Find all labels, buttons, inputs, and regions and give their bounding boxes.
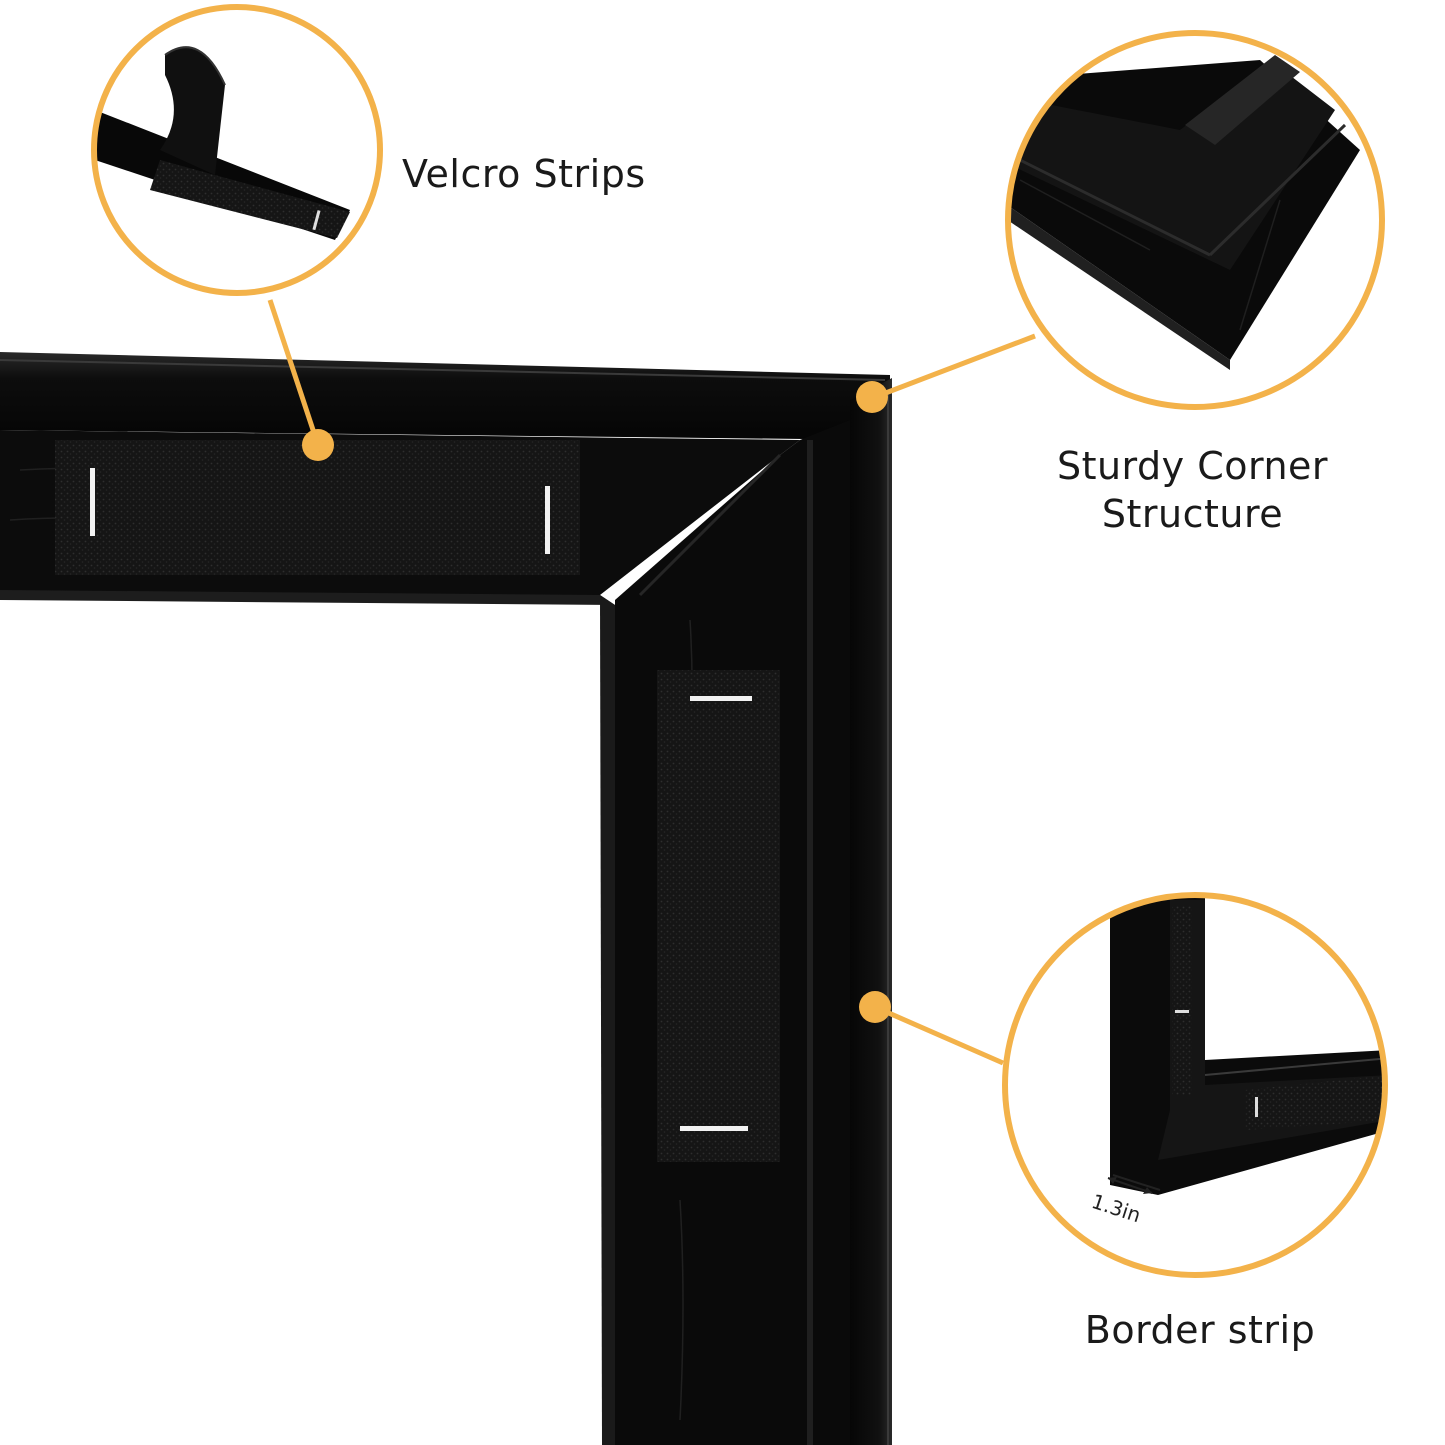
sturdy-corner-label-line1: Sturdy Corner bbox=[1056, 444, 1329, 488]
border-strip-closeup-icon: 1.3in bbox=[1002, 892, 1388, 1278]
sturdy-corner-label-line2: Structure bbox=[1101, 492, 1284, 536]
velcro-strip-closeup-icon bbox=[91, 4, 383, 296]
sturdy-corner-label: Sturdy Corner Structure bbox=[1040, 442, 1345, 538]
frame-corner bbox=[0, 352, 892, 1445]
border-strip-label: Border strip bbox=[1084, 1308, 1316, 1352]
velcro-strip-side bbox=[657, 670, 780, 1162]
velcro-strips-label: Velcro Strips bbox=[402, 152, 646, 196]
callout-dot-corner bbox=[856, 381, 888, 413]
frame-corner-closeup-icon bbox=[1005, 30, 1385, 410]
callout-connectors bbox=[267, 299, 1036, 1066]
callout-dot-border bbox=[859, 991, 891, 1023]
callout-dot-velcro bbox=[302, 429, 334, 461]
velcro-strip-top bbox=[55, 440, 580, 575]
